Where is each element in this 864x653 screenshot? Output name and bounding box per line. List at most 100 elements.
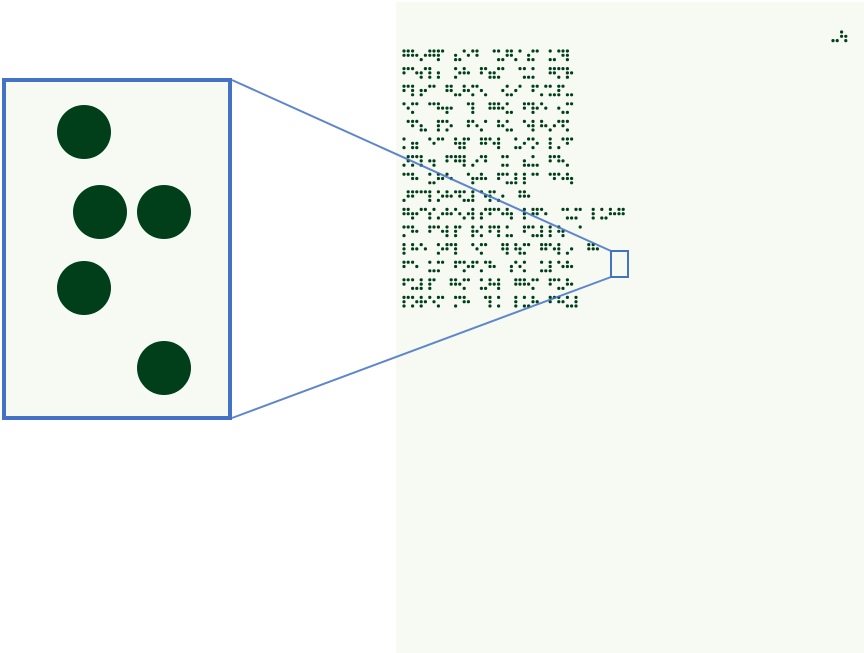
line-13-cell-13-dot-5 bbox=[509, 264, 513, 269]
zoom-dot-2 bbox=[57, 261, 111, 315]
line-8-cell-2-dot-1 bbox=[411, 172, 415, 176]
line-7-cell-13-dot-3 bbox=[505, 163, 509, 167]
line-15-cell-21-dot-1 bbox=[574, 295, 578, 299]
line-8-cell-13-dot-3 bbox=[505, 181, 509, 185]
line-2-cell-10-dot-4 bbox=[484, 67, 488, 71]
line-7-cell-7-dot-5 bbox=[458, 159, 462, 163]
line-5-cell-12-dot-2 bbox=[497, 124, 501, 128]
line-11-cell-7-dot-2 bbox=[454, 229, 458, 233]
line-5-cell-16-dot-3 bbox=[531, 128, 535, 132]
line-11-cell-2-dot-5 bbox=[415, 229, 419, 233]
line-1-cell-8-dot-1 bbox=[462, 49, 466, 53]
line-14-cell-11-dot-5 bbox=[492, 282, 496, 286]
line-10-cell-16-dot-4 bbox=[535, 207, 539, 211]
line-5-cell-5-dot-1 bbox=[436, 119, 440, 123]
line-1-cell-11-dot-4 bbox=[492, 49, 496, 53]
line-4-cell-11-dot-2 bbox=[488, 106, 492, 110]
line-5-cell-9-dot-1 bbox=[471, 119, 475, 123]
line-13-cell-18-dot-1 bbox=[548, 260, 552, 264]
line-13-cell-20-dot-5 bbox=[570, 264, 574, 269]
line-4-cell-9-dot-2 bbox=[471, 106, 475, 110]
magnifier-inset bbox=[2, 78, 232, 420]
line-6-cell-4-dot-1 bbox=[428, 137, 432, 141]
line-11-cell-18-dot-1 bbox=[548, 225, 552, 229]
page-number-cell-2-dot-6 bbox=[844, 39, 848, 43]
line-10-cell-25-dot-2 bbox=[608, 212, 612, 216]
line-6-cell-18-dot-1 bbox=[548, 137, 552, 141]
line-7-cell-20-dot-3 bbox=[565, 163, 569, 167]
line-6-cell-12-dot-2 bbox=[497, 141, 501, 145]
line-7-cell-9-dot-5 bbox=[475, 159, 479, 163]
line-1-cell-20-dot-1 bbox=[565, 49, 569, 53]
line-1-cell-16-dot-4 bbox=[535, 49, 539, 53]
line-2-cell-10-dot-2 bbox=[479, 71, 483, 75]
line-8-cell-5-dot-2 bbox=[436, 176, 440, 181]
line-8-cell-1-dot-1 bbox=[402, 172, 406, 176]
line-1-cell-19-dot-1 bbox=[557, 49, 561, 53]
line-7-cell-7-dot-4 bbox=[458, 155, 462, 159]
line-1-cell-9-dot-1 bbox=[471, 49, 475, 53]
line-13-cell-9-dot-1 bbox=[471, 260, 475, 264]
line-6-cell-20-dot-1 bbox=[565, 137, 569, 141]
line-12-cell-15-dot-3 bbox=[522, 251, 526, 255]
line-14-cell-20-dot-2 bbox=[565, 282, 569, 286]
line-12-cell-17-dot-2 bbox=[540, 247, 544, 251]
line-4-cell-15-dot-4 bbox=[527, 102, 531, 106]
line-6-cell-8-dot-3 bbox=[462, 146, 466, 150]
line-4-cell-6-dot-2 bbox=[445, 106, 449, 110]
line-6-cell-11-dot-5 bbox=[492, 141, 496, 145]
line-1-cell-2-dot-5 bbox=[415, 53, 419, 57]
line-3-cell-19-dot-4 bbox=[561, 84, 565, 88]
line-3-cell-13-dot-6 bbox=[509, 93, 513, 97]
line-9-cell-8-dot-3 bbox=[462, 198, 466, 202]
line-8-cell-14-dot-1 bbox=[514, 172, 518, 176]
line-3-cell-1-dot-2 bbox=[402, 88, 406, 93]
line-9-cell-1-dot-5 bbox=[406, 194, 410, 198]
line-10-cell-26-dot-4 bbox=[621, 207, 625, 211]
line-15-cell-3-dot-3 bbox=[419, 304, 423, 308]
line-2-cell-1-dot-1 bbox=[402, 67, 406, 71]
line-15-cell-14-dot-1 bbox=[514, 295, 518, 299]
line-11-cell-19-dot-2 bbox=[557, 229, 561, 233]
line-2-cell-7-dot-5 bbox=[458, 71, 462, 75]
line-5-cell-13-dot-1 bbox=[505, 119, 509, 123]
line-9-cell-11-dot-3 bbox=[488, 198, 492, 202]
line-10-cell-15-dot-1 bbox=[522, 207, 526, 211]
line-11-cell-4-dot-4 bbox=[432, 225, 436, 229]
line-11-cell-1-dot-1 bbox=[402, 225, 406, 229]
line-13-cell-8-dot-3 bbox=[462, 269, 466, 273]
line-12-cell-12-dot-4 bbox=[501, 243, 505, 247]
line-15-cell-8-dot-1 bbox=[462, 295, 466, 299]
line-7-cell-4-dot-2 bbox=[428, 159, 432, 163]
line-4-cell-12-dot-5 bbox=[501, 106, 505, 110]
line-14-cell-7-dot-5 bbox=[458, 282, 462, 286]
line-9-cell-12-dot-5 bbox=[501, 194, 505, 198]
line-9-cell-2-dot-2 bbox=[411, 194, 415, 198]
line-15-cell-12-dot-1 bbox=[497, 295, 501, 299]
line-11-cell-17-dot-2 bbox=[540, 229, 544, 233]
line-4-cell-5-dot-5 bbox=[441, 106, 445, 110]
line-12-cell-12-dot-5 bbox=[501, 247, 505, 251]
line-11-cell-7-dot-3 bbox=[454, 234, 458, 238]
line-12-cell-10-dot-4 bbox=[484, 243, 488, 247]
line-6-cell-5-dot-4 bbox=[441, 137, 445, 141]
line-10-cell-6-dot-5 bbox=[449, 212, 453, 216]
line-15-cell-5-dot-3 bbox=[436, 304, 440, 308]
line-2-cell-11-dot-2 bbox=[488, 71, 492, 75]
line-14-cell-14-dot-1 bbox=[514, 278, 518, 282]
line-11-cell-16-dot-1 bbox=[531, 225, 535, 229]
line-10-cell-21-dot-4 bbox=[578, 207, 582, 211]
line-12-cell-9-dot-1 bbox=[471, 243, 475, 247]
line-9-cell-5-dot-1 bbox=[436, 190, 440, 194]
line-11-cell-4-dot-2 bbox=[428, 229, 432, 233]
line-14-cell-4-dot-3 bbox=[428, 286, 432, 290]
line-5-cell-5-dot-3 bbox=[436, 128, 440, 132]
line-13-cell-13-dot-6 bbox=[509, 269, 513, 273]
line-10-cell-6-dot-2 bbox=[445, 212, 449, 216]
line-12-cell-1-dot-3 bbox=[402, 251, 406, 255]
line-11-cell-10-dot-1 bbox=[479, 225, 483, 229]
line-10-cell-1-dot-2 bbox=[402, 212, 406, 216]
line-10-cell-10-dot-3 bbox=[479, 216, 483, 220]
line-2-cell-11-dot-6 bbox=[492, 75, 496, 79]
line-1-cell-12-dot-6 bbox=[501, 58, 505, 62]
